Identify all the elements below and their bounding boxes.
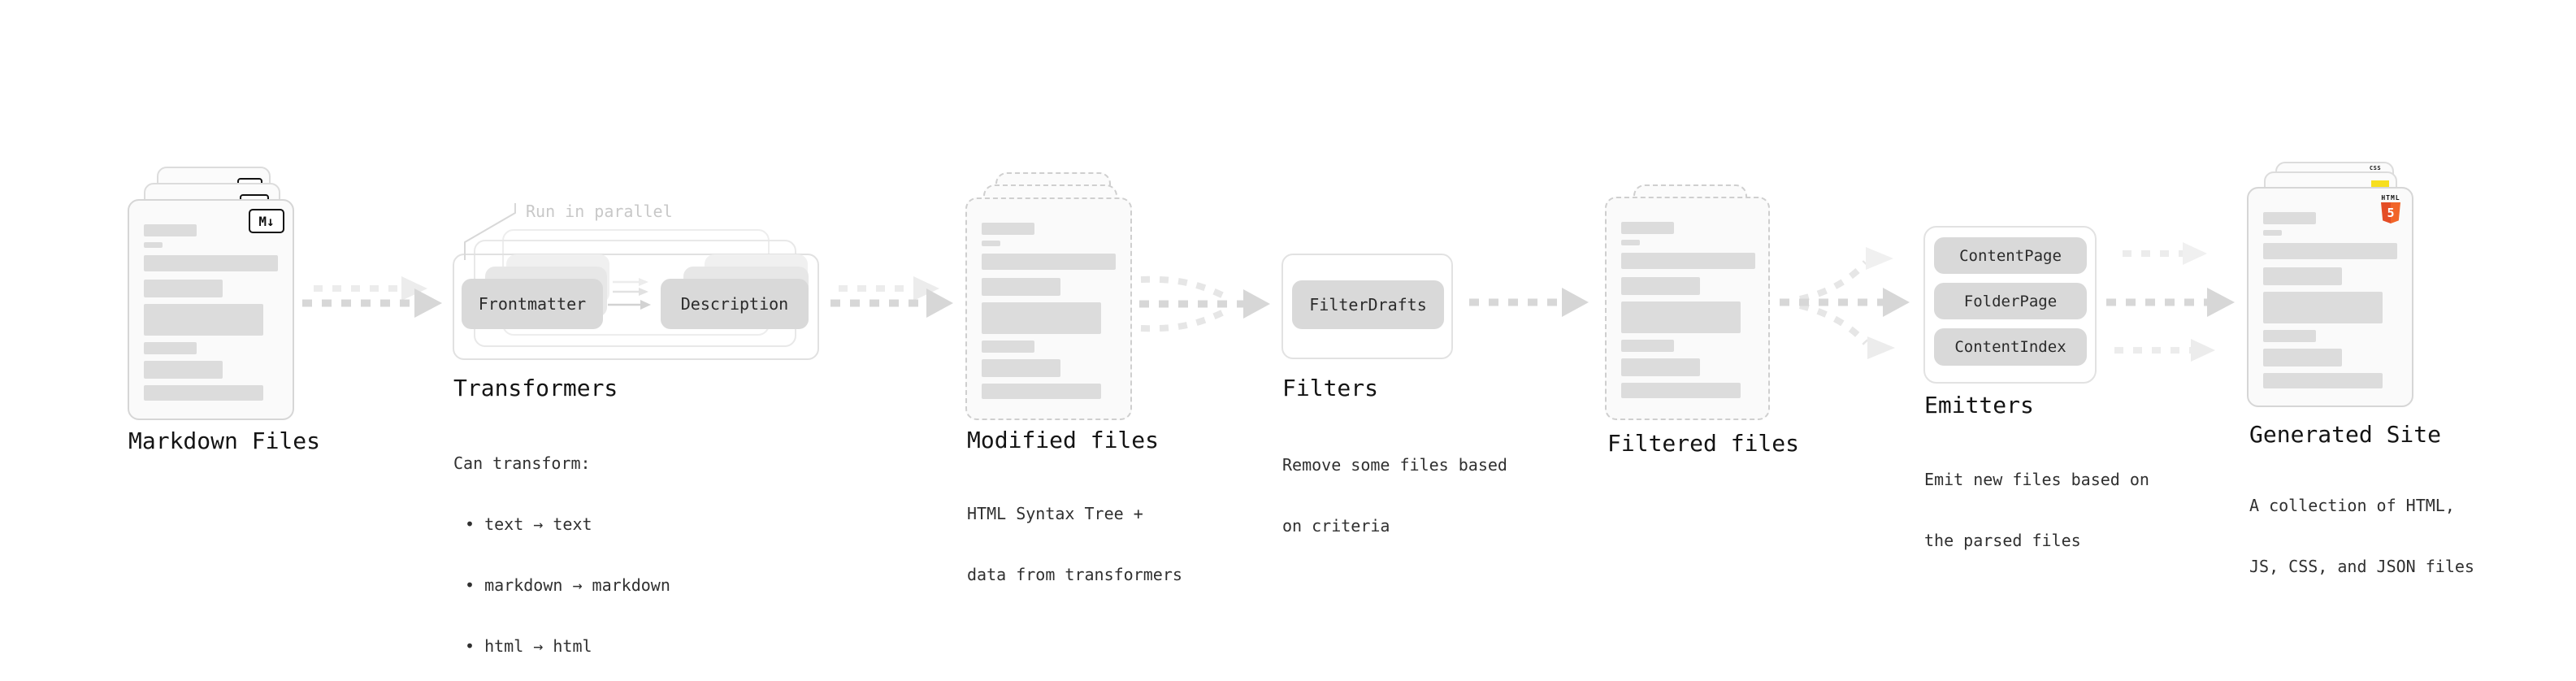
filter-pill-filterdrafts: FilterDrafts bbox=[1292, 280, 1444, 329]
description-line: Can transform: bbox=[453, 453, 591, 473]
content-bar bbox=[144, 304, 263, 336]
content-bar bbox=[144, 385, 263, 401]
content-bar bbox=[982, 278, 1060, 296]
content-bar bbox=[144, 342, 197, 354]
content-bar bbox=[982, 223, 1034, 235]
description-line: HTML Syntax Tree + bbox=[967, 504, 1143, 523]
content-bar bbox=[2263, 267, 2342, 285]
file-card-front bbox=[1605, 197, 1770, 420]
stage-description: Can transform: • text → text • markdown … bbox=[453, 414, 670, 681]
content-bar bbox=[2263, 330, 2316, 342]
html5-shield: 5 bbox=[2381, 202, 2400, 223]
content-bar bbox=[2263, 212, 2316, 224]
description-line: JS, CSS, and JSON files bbox=[2249, 557, 2474, 576]
arrow-modified-to-filters-merge bbox=[1139, 275, 1270, 332]
stage-title: Filters bbox=[1282, 375, 1379, 401]
content-bar bbox=[1621, 277, 1700, 295]
emitter-pill-folderpage: FolderPage bbox=[1934, 283, 2087, 319]
description-line: on criteria bbox=[1282, 516, 1390, 536]
file-card-front bbox=[965, 197, 1132, 420]
description-line: Remove some files based bbox=[1282, 455, 1507, 475]
document-content-placeholder bbox=[1621, 222, 1755, 398]
content-bar bbox=[144, 280, 223, 297]
stage-title: Emitters bbox=[1924, 392, 2034, 419]
markdown-logo-icon: M↓ bbox=[249, 209, 284, 233]
content-bar bbox=[2263, 230, 2282, 236]
content-bar bbox=[2263, 292, 2383, 323]
description-line: • markdown → markdown bbox=[465, 575, 670, 595]
content-bar bbox=[982, 340, 1034, 353]
content-bar bbox=[982, 302, 1101, 334]
arrow-filters-to-filtered bbox=[1469, 288, 1589, 317]
stage-description: Emit new files based on the parsed files bbox=[1924, 430, 2149, 591]
content-bar bbox=[1621, 358, 1700, 376]
file-card-front: HTML 5 bbox=[2247, 187, 2413, 407]
content-bar bbox=[982, 359, 1060, 377]
content-bar bbox=[144, 361, 223, 379]
document-content-placeholder bbox=[982, 223, 1116, 399]
document-content-placeholder bbox=[2263, 212, 2397, 388]
content-bar bbox=[1621, 240, 1640, 245]
description-line: data from transformers bbox=[967, 565, 1182, 584]
stage-title: Markdown Files bbox=[128, 427, 321, 454]
content-bar bbox=[982, 241, 1000, 246]
file-card-front: M↓ bbox=[128, 199, 294, 420]
content-bar bbox=[1621, 253, 1755, 269]
description-line: • text → text bbox=[465, 514, 592, 534]
stage-description: Remove some files based on criteria bbox=[1282, 415, 1507, 576]
stage-title: Modified files bbox=[967, 427, 1160, 453]
content-bar bbox=[144, 255, 278, 271]
transformer-pill-description: Description bbox=[661, 279, 809, 329]
html5-word: HTML bbox=[2381, 194, 2400, 202]
content-bar bbox=[1621, 301, 1741, 333]
stage-description: A collection of HTML, JS, CSS, and JSON … bbox=[2249, 456, 2474, 617]
stage-title: Filtered files bbox=[1607, 430, 1800, 457]
content-bar bbox=[1621, 383, 1741, 398]
content-bar bbox=[2263, 243, 2397, 259]
transformers-box-front bbox=[453, 254, 819, 360]
html5-logo-icon: HTML 5 bbox=[2380, 194, 2401, 223]
emitter-pill-contentindex: ContentIndex bbox=[1934, 328, 2087, 366]
description-line: A collection of HTML, bbox=[2249, 496, 2455, 515]
transformer-pill-frontmatter: Frontmatter bbox=[462, 279, 603, 329]
arrow-filtered-to-emitters-split bbox=[1780, 247, 1910, 359]
content-bar bbox=[144, 242, 163, 248]
run-in-parallel-label: Run in parallel bbox=[526, 202, 673, 221]
description-line: Emit new files based on bbox=[1924, 470, 2149, 489]
content-bar bbox=[2263, 349, 2342, 367]
stage-title: Transformers bbox=[453, 375, 618, 401]
content-bar bbox=[2263, 373, 2383, 388]
markdown-badge-text: M↓ bbox=[258, 213, 275, 229]
content-bar bbox=[1621, 340, 1674, 352]
emitter-pill-contentpage: ContentPage bbox=[1934, 237, 2087, 274]
description-line: • html → html bbox=[465, 636, 592, 656]
document-content-placeholder bbox=[144, 224, 278, 401]
stage-description: HTML Syntax Tree + data from transformer… bbox=[967, 464, 1182, 625]
content-bar bbox=[982, 254, 1116, 270]
content-bar bbox=[144, 224, 197, 236]
arrow-emitters-to-generated bbox=[2106, 242, 2235, 362]
description-line: the parsed files bbox=[1924, 531, 2081, 550]
css-badge-text: CSS bbox=[2369, 165, 2382, 171]
stage-title: Generated Site bbox=[2249, 421, 2442, 448]
arrow-markdown-to-transformers bbox=[302, 276, 442, 318]
content-bar bbox=[1621, 222, 1674, 234]
arrow-transformers-to-modified bbox=[830, 276, 953, 318]
content-bar bbox=[982, 384, 1101, 399]
